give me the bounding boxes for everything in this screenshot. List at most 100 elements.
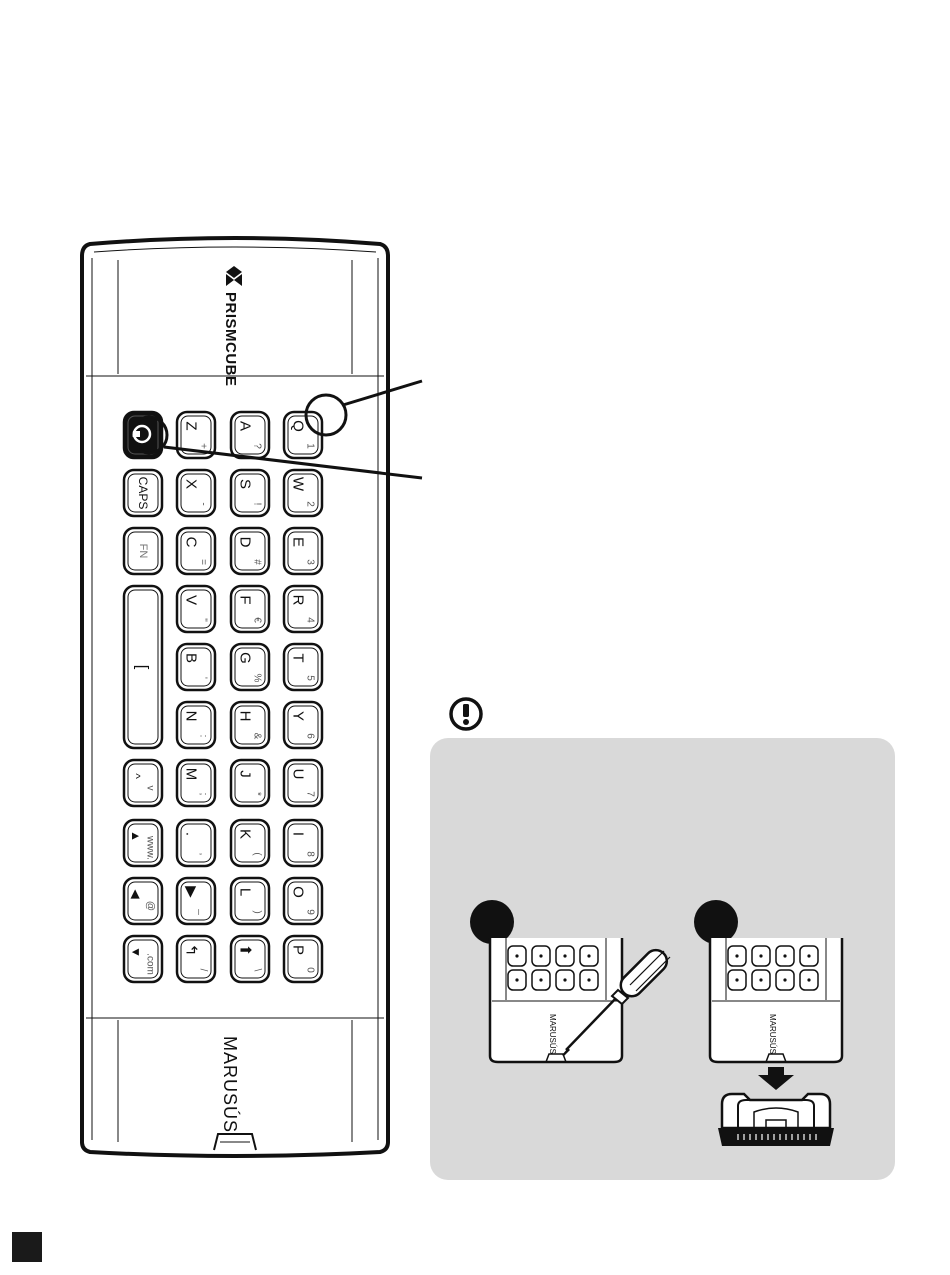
key-v-0-3[interactable]: V" <box>177 586 215 632</box>
key-b-0-4[interactable]: B' <box>177 644 215 690</box>
key-main-label: Y <box>290 711 307 721</box>
key-t-2-4[interactable]: T5 <box>284 644 322 690</box>
key-main-label: T <box>290 653 307 662</box>
key-i-2-7[interactable]: I8 <box>284 820 322 866</box>
key-main-label: Z <box>183 421 200 430</box>
key-sub-label: 0 <box>305 967 316 973</box>
key-n-0-5[interactable]: N: <box>177 702 215 748</box>
key-sub-label: 4 <box>305 617 316 623</box>
key-f-1-3[interactable]: F€ <box>231 586 269 632</box>
key-.-0-7[interactable]: ., <box>177 820 215 866</box>
key-fn[interactable]: FN <box>124 528 162 574</box>
key-sub-label: v <box>145 786 156 791</box>
key-main-label: K <box>237 829 254 839</box>
key-sub-label: / <box>198 969 209 972</box>
key-main-label: . <box>183 832 200 836</box>
key-main-label: U <box>290 769 307 780</box>
key-nav-left[interactable]: ◀@ <box>124 878 162 924</box>
key-main-label: ↰ <box>183 944 200 957</box>
key-sub-label: * <box>252 792 263 796</box>
key-c-0-2[interactable]: C= <box>177 528 215 574</box>
key-main-label: V <box>183 595 200 605</box>
key-sub-label: 9 <box>305 909 316 915</box>
key-sub-label: ! <box>252 503 263 506</box>
key-main-label: A <box>237 421 254 431</box>
step1-model-label: MARUSÚS <box>548 1014 557 1054</box>
key-sub-label: 3 <box>305 559 316 565</box>
key-main-label: S <box>237 479 254 489</box>
key-sub-label: 1 <box>305 443 316 449</box>
key-q-2-0[interactable]: Q1 <box>284 412 322 458</box>
page-marker <box>12 1232 42 1262</box>
key-nav-down[interactable]: ▼.com <box>124 936 162 982</box>
key-j-1-6[interactable]: J* <box>231 760 269 806</box>
key-main-label: X <box>183 479 200 489</box>
key-main-label: F <box>237 595 254 604</box>
key-d-1-2[interactable]: D# <box>231 528 269 574</box>
key-main-label: FN <box>137 544 149 559</box>
key-sub-label: € <box>252 617 263 623</box>
key-y-2-5[interactable]: Y6 <box>284 702 322 748</box>
key-sub-label: = <box>198 559 209 565</box>
key-sub-label: .com <box>145 953 156 975</box>
key-caps[interactable]: CAPS <box>124 470 162 516</box>
key-up-down[interactable]: ^v <box>124 760 162 806</box>
key-main-label: ⬆ <box>237 944 254 957</box>
battery-cover-icon <box>718 1094 834 1146</box>
key-k-1-7[interactable]: K( <box>231 820 269 866</box>
key-nav-up[interactable]: ▲www. <box>124 820 162 866</box>
key-space[interactable]: [ <box>124 586 162 748</box>
key-sub-label: 6 <box>305 733 316 739</box>
key-sub-label: : <box>198 735 209 738</box>
key-▶-0-8[interactable]: ▶_ <box>177 878 215 924</box>
key-p-2-9[interactable]: P0 <box>284 936 322 982</box>
key-e-2-2[interactable]: E3 <box>284 528 322 574</box>
key-sub-label: \ <box>252 969 263 972</box>
key-sub-label: ? <box>252 443 263 449</box>
key-r-2-3[interactable]: R4 <box>284 586 322 632</box>
key-a-1-0[interactable]: A? <box>231 412 269 458</box>
key-main-label: E <box>290 537 307 547</box>
key-w-2-1[interactable]: W2 <box>284 470 322 516</box>
key-⬆-1-9[interactable]: ⬆\ <box>231 936 269 982</box>
key-x-0-1[interactable]: X- <box>177 470 215 516</box>
key-main-label: N <box>183 711 200 722</box>
key-l-1-8[interactable]: L) <box>231 878 269 924</box>
key-sub-label: " <box>198 618 209 622</box>
key-main-label: ^ <box>129 773 143 779</box>
key-main-label: J <box>237 770 254 778</box>
key-sub-label: # <box>252 559 263 565</box>
step-marker-2 <box>694 900 738 944</box>
key-sub-label: & <box>252 733 263 740</box>
key-o-2-8[interactable]: O9 <box>284 878 322 924</box>
key-s-1-1[interactable]: S! <box>231 470 269 516</box>
key-main-label: ▶ <box>183 886 200 898</box>
exclamation-circle-icon <box>451 699 481 729</box>
key-sub-label: ; <box>198 793 209 796</box>
key-↰-0-9[interactable]: ↰/ <box>177 936 215 982</box>
key-main-label: ▼ <box>129 946 143 958</box>
key-u-2-6[interactable]: U7 <box>284 760 322 806</box>
key-main-label: ◀ <box>129 889 143 899</box>
step-marker-1 <box>470 900 514 944</box>
step1-remote-thumbnail: MARUSÚS <box>490 938 622 1062</box>
key-main-label: O <box>290 886 307 898</box>
key-main-label: [ <box>134 665 151 670</box>
key-main-label: M <box>183 768 200 781</box>
key-h-1-5[interactable]: H& <box>231 702 269 748</box>
key-m-0-6[interactable]: M; <box>177 760 215 806</box>
key-sub-label: 5 <box>305 675 316 681</box>
key-main-label: W <box>290 477 307 492</box>
key-main-label: Q <box>290 420 307 432</box>
key-sub-label: + <box>198 443 209 449</box>
key-main-label: R <box>290 595 307 606</box>
key-g-1-4[interactable]: G% <box>231 644 269 690</box>
step2-remote-thumbnail: MARUSÚS <box>710 938 842 1062</box>
key-sub-label: , <box>198 853 209 856</box>
key-main-label: I <box>290 832 307 836</box>
key-main-label: C <box>183 537 200 548</box>
key-sub-label: - <box>198 502 209 505</box>
brand-label: PRISMCUBE <box>222 292 239 387</box>
